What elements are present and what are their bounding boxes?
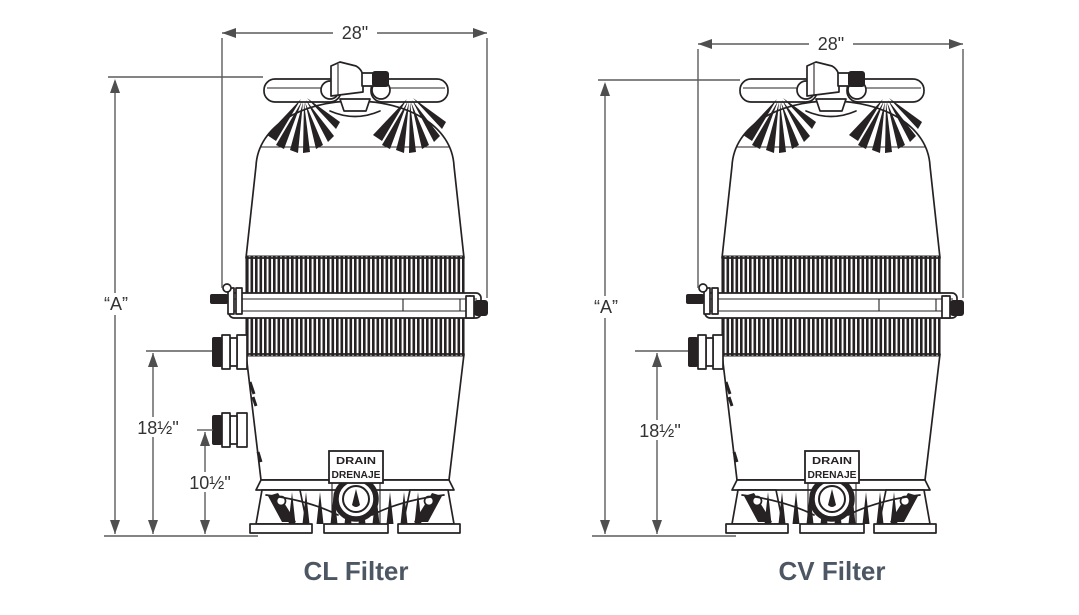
cl-lower-port-dimension: 10½" (186, 429, 232, 534)
cv-filter-title: CV Filter (779, 556, 886, 586)
cl-width-label: 28" (342, 23, 368, 43)
cl-lower-port-label: 10½" (189, 473, 230, 493)
cl-upper-port-dimension: 18½" (134, 350, 212, 534)
cl-lower-port (211, 412, 248, 448)
cl-filter-drawing: 28" “A” 18½" 10½" (96, 23, 488, 586)
cl-width-dimension: 28" (221, 23, 488, 298)
cl-upper-port-label: 18½" (137, 418, 178, 438)
cv-upper-port-label: 18½" (639, 421, 680, 441)
cl-height-dimension: “A” (96, 76, 263, 534)
cv-width-label: 28" (818, 34, 844, 54)
cl-filter-title: CL Filter (304, 556, 409, 586)
cv-upper-port-dimension: 18½" (635, 350, 688, 534)
cv-width-dimension: 28" (697, 34, 964, 298)
cv-drain-label-es: DRENAJE (808, 469, 857, 481)
cl-drain-label-en: DRAIN (336, 455, 376, 467)
cv-filter-drawing: 28" “A” 18½" DRAIN DRENAJE CV Filter (586, 34, 964, 586)
cv-height-dimension: “A” (586, 79, 740, 534)
cl-height-label: “A” (104, 294, 128, 314)
cv-drain-label-en: DRAIN (812, 455, 852, 467)
cl-drain-label-es: DRENAJE (332, 469, 381, 481)
cv-height-label: “A” (594, 297, 618, 317)
